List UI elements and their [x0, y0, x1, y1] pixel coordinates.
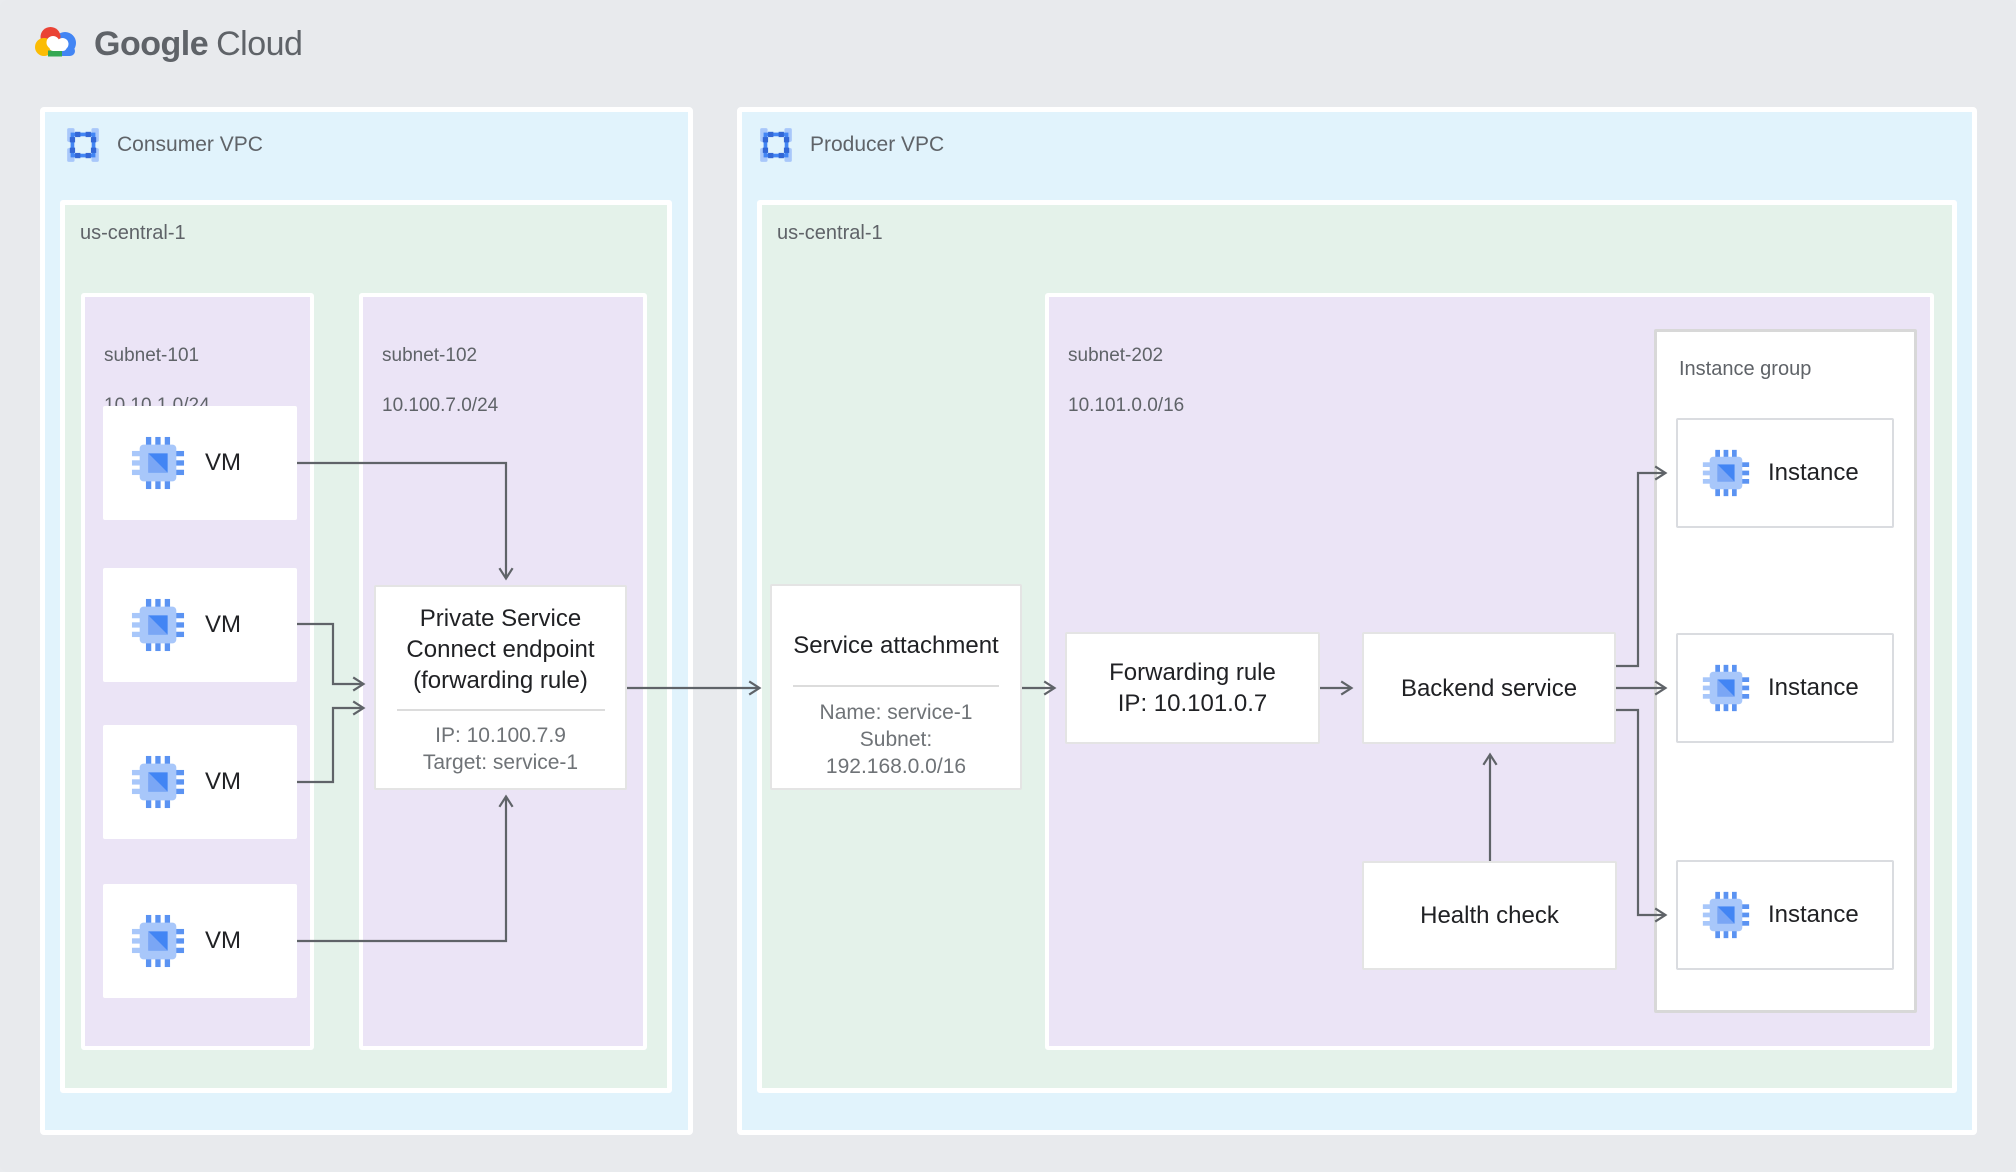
- subnet-202-label: subnet-202 10.101.0.0/16: [1068, 318, 1184, 443]
- service-attachment-subnet-label: Subnet:: [859, 728, 933, 751]
- subnet-102-name: subnet-102: [382, 345, 478, 366]
- subnet-202-cidr: 10.101.0.0/16: [1068, 395, 1185, 416]
- vm-node-3: VM: [103, 725, 297, 839]
- compute-engine-icon: [1702, 449, 1750, 497]
- subnet-102-label: subnet-102 10.100.7.0/24: [382, 318, 498, 443]
- consumer-vpc-label: Consumer VPC: [117, 133, 263, 156]
- forwarding-rule-line2: IP: 10.101.0.7: [1117, 690, 1268, 717]
- instance-node-3: Instance: [1676, 860, 1894, 970]
- service-attachment-node: Service attachment Name: service-1 Subne…: [770, 584, 1022, 790]
- health-check-title: Health check: [1420, 902, 1559, 929]
- service-attachment-name: Name: service-1: [819, 701, 973, 724]
- logo-product: Cloud: [216, 24, 303, 63]
- producer-vpc-label: Producer VPC: [810, 133, 945, 156]
- service-attachment-title: Service attachment: [793, 632, 999, 659]
- instance-group-label: Instance group: [1679, 358, 1812, 380]
- google-cloud-logo-icon: [35, 27, 76, 57]
- compute-engine-icon: [1702, 664, 1750, 712]
- instance-label: Instance: [1768, 674, 1859, 701]
- psc-endpoint-divider: [396, 709, 605, 711]
- subnet-101-name: subnet-101: [104, 345, 200, 366]
- vpc-network-icon: [760, 128, 792, 162]
- vm-label: VM: [205, 768, 241, 795]
- vm-node-4: VM: [103, 884, 297, 998]
- psc-endpoint-node: Private Service Connect endpoint (forwar…: [374, 585, 627, 790]
- backend-service-title: Backend service: [1400, 674, 1578, 702]
- psc-endpoint-title-line3: (forwarding rule): [413, 667, 588, 694]
- compute-engine-icon: [131, 436, 185, 490]
- producer-vpc-header: Producer VPC: [757, 126, 944, 164]
- psc-endpoint-target: Target: service-1: [422, 751, 579, 774]
- psc-endpoint-title-line1: Private Service: [419, 605, 582, 632]
- instance-label: Instance: [1768, 459, 1859, 486]
- vm-node-2: VM: [103, 568, 297, 682]
- consumer-vpc-header: Consumer VPC: [64, 126, 263, 164]
- instance-node-1: Instance: [1676, 418, 1894, 528]
- forwarding-rule-node: Forwarding rule IP: 10.101.0.7: [1065, 632, 1320, 744]
- compute-engine-icon: [131, 755, 185, 809]
- vpc-network-icon: [67, 128, 99, 162]
- service-attachment-subnet-cidr: 192.168.0.0/16: [825, 755, 967, 778]
- instance-node-2: Instance: [1676, 633, 1894, 743]
- compute-engine-icon: [131, 598, 185, 652]
- instance-label: Instance: [1768, 901, 1859, 928]
- psc-endpoint-ip: IP: 10.100.7.9: [435, 724, 566, 747]
- compute-engine-icon: [1702, 891, 1750, 939]
- consumer-region-label: us-central-1: [80, 222, 186, 244]
- vm-node-1: VM: [103, 406, 297, 520]
- service-attachment-divider: [793, 685, 999, 687]
- backend-service-node: Backend service: [1362, 632, 1616, 744]
- vm-label: VM: [205, 449, 241, 476]
- psc-endpoint-title-line2: Connect endpoint: [406, 636, 595, 663]
- subnet-102-cidr: 10.100.7.0/24: [382, 395, 499, 416]
- subnet-202-name: subnet-202: [1068, 345, 1164, 366]
- vm-label: VM: [205, 611, 241, 638]
- health-check-node: Health check: [1362, 861, 1617, 970]
- forwarding-rule-line1: Forwarding rule: [1109, 659, 1276, 686]
- producer-region-label: us-central-1: [777, 222, 883, 244]
- vm-label: VM: [205, 927, 241, 954]
- logo-brand: Google: [94, 24, 209, 63]
- compute-engine-icon: [131, 914, 185, 968]
